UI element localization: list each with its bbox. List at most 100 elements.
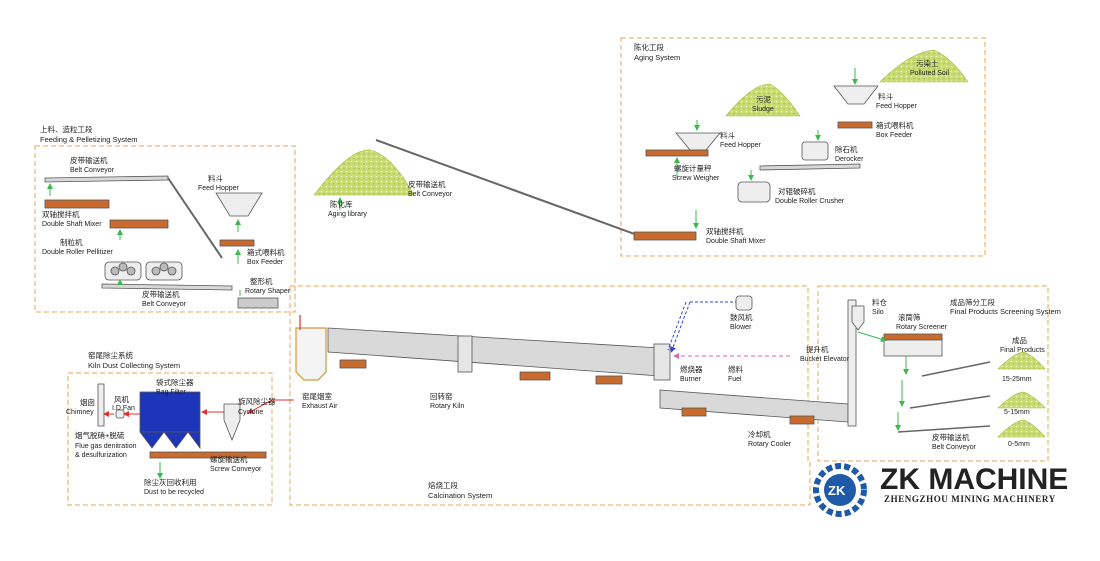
logo-subtitle: ZHENGZHOU MINING MACHINERY [884, 494, 1056, 504]
id-fan-label-en: I.D.Fan [112, 405, 135, 412]
exhaust-air-chamber-shape [295, 327, 327, 381]
bucket-elevator-label-en: Bucket Elevator [800, 356, 850, 363]
feed-hopper-3-label-en: Feed Hopper [876, 103, 918, 110]
bag-filter-shape [139, 391, 201, 433]
flue-gas-label-en1: Flue gas denitration [75, 443, 137, 450]
feeding-title-en: Feeding & Pelletizing System [40, 135, 138, 144]
long-belt-conveyor [375, 139, 641, 237]
aging-section-border [620, 37, 986, 257]
kiln-hood-shape [457, 335, 473, 373]
product-pile-2 [997, 391, 1046, 409]
belt-conveyor-3-label-en: Belt Conveyor [408, 191, 453, 198]
aging-equipment [375, 85, 879, 241]
crusher-label-zh: 对辊破碎机 [778, 186, 816, 196]
mixer-1-label-en: Double Shaft Mixer [42, 221, 102, 228]
polluted-soil-pile [879, 49, 969, 83]
mixer-2-shape [633, 231, 697, 241]
silo-label-en: Silo [872, 309, 884, 316]
sludge-pile [725, 83, 801, 117]
aging-belt-conveyor-shape [759, 163, 861, 171]
product-size-1: 15-25mm [1002, 376, 1032, 383]
flue-gas-label-zh: 烟气脱硝+脱硫 [75, 430, 125, 440]
rotary-screener-shape [883, 337, 943, 357]
product-size-3: 0-5mm [1008, 441, 1030, 448]
final-products-label-en: Final Products [1000, 347, 1045, 354]
mixer-2-label-zh: 双轴搅拌机 [706, 226, 744, 236]
kiln-support-3 [595, 375, 623, 385]
mixer-1b-shape [109, 219, 169, 229]
polluted-soil-label-zh: 污染土 [916, 58, 939, 68]
belt-conveyor-2-label-zh: 皮带输送机 [142, 289, 180, 299]
polluted-soil-label-en: Polluted Soil [910, 70, 949, 77]
feeding-title-zh: 上料、造粒工段 [40, 124, 93, 134]
blower-shape [735, 295, 753, 311]
calcination-title-zh: 焙烧工段 [428, 480, 458, 490]
fuel-label-en: Fuel [728, 376, 742, 383]
gear-icon [813, 463, 867, 517]
cyclone-label-zh: 旋风除尘器 [238, 396, 276, 406]
kiln-dust-title-zh: 窑尾除尘系统 [88, 350, 133, 360]
burner-label-en: Burner [680, 376, 702, 383]
gas-flow-arrows [103, 399, 294, 417]
final-products-label-zh: 成品 [1012, 335, 1027, 345]
box-feeder-2-label-en: Box Feeder [876, 132, 913, 139]
calcination-title-en: Calcination System [428, 491, 492, 500]
rotary-screener-label-zh: 滚筒筛 [898, 312, 921, 322]
box-feeder-2-label-zh: 箱式喂料机 [876, 120, 914, 130]
logo-name: ZK MACHINE [880, 463, 1068, 496]
calcination-section-border [289, 285, 811, 506]
double-roller-crusher-shape [737, 181, 771, 203]
dust-recycled-label-zh: 除尘灰回收利用 [144, 477, 197, 487]
belt-conveyor-2-label-en: Belt Conveyor [142, 301, 187, 308]
aging-library-pile [313, 149, 415, 196]
sludge-label-en: Sludge [752, 106, 774, 113]
rotary-shaper-label-en: Rotary Shaper [245, 288, 291, 295]
chimney-shape [97, 383, 105, 427]
burner-label-zh: 燃烧器 [680, 364, 703, 374]
belt-conveyor-4-label-en: Belt Conveyor [932, 444, 977, 451]
feed-hopper-3-label-zh: 料斗 [878, 91, 893, 101]
exhaust-air-label-zh: 窑尾烟室 [302, 391, 332, 401]
aging-library-label-zh: 陈化库 [330, 199, 353, 209]
belt-conveyor-4-label-zh: 皮带输送机 [932, 432, 970, 442]
derocker-label-zh: 除石机 [835, 144, 858, 154]
mixer-1a-shape [44, 199, 110, 209]
aging-library-label-en: Aging library [328, 211, 367, 218]
rotary-kiln-label-zh: 回转窑 [430, 391, 453, 401]
kiln-dust-title-en: Kiln Dust Collecting System [88, 361, 180, 370]
cyclone-shape [223, 403, 241, 442]
aging-title-zh: 陈化工段 [634, 42, 664, 52]
rotary-kiln-shape [327, 327, 661, 377]
product-conveyor-1 [921, 361, 991, 377]
bucket-elevator-shape [847, 299, 857, 427]
screw-weigher-label-en: Screw Weigher [672, 175, 720, 182]
feeding-section-border [34, 145, 296, 313]
cooler-support-1 [681, 407, 707, 417]
screening-equipment [851, 305, 991, 433]
bag-filter-label-zh: 袋式除尘器 [156, 377, 194, 387]
derocker-label-en: Derocker [835, 156, 864, 163]
kiln-support-1 [339, 359, 367, 369]
screw-conveyor-label-zh: 螺旋输送机 [210, 454, 248, 464]
product-conveyor-2 [909, 395, 991, 409]
silo-label-zh: 料仓 [872, 297, 887, 307]
section-borders [34, 37, 1049, 506]
rotary-cooler-label-en: Rotary Cooler [748, 441, 792, 448]
silo-shape [851, 305, 865, 331]
product-conveyor-3 [897, 425, 991, 433]
product-size-2: 5-15mm [1004, 409, 1030, 416]
logo-mark: ZK [828, 483, 846, 498]
rotary-cooler-shape [659, 389, 849, 423]
dust-recycled-label-en: Dust to be recycled [144, 489, 204, 496]
feed-hopper-2-shape [675, 132, 721, 151]
box-feeder-1-label-en: Box Feeder [247, 259, 284, 266]
flue-gas-label-en2: & desulfurization [75, 452, 127, 459]
kiln-support-2 [519, 371, 551, 381]
chimney-label-en: Chimney [66, 409, 94, 416]
feeding-equipment [44, 175, 279, 309]
sludge-label-zh: 污泥 [756, 95, 771, 104]
cooler-support-2 [789, 415, 815, 425]
product-pile-1 [997, 351, 1046, 370]
